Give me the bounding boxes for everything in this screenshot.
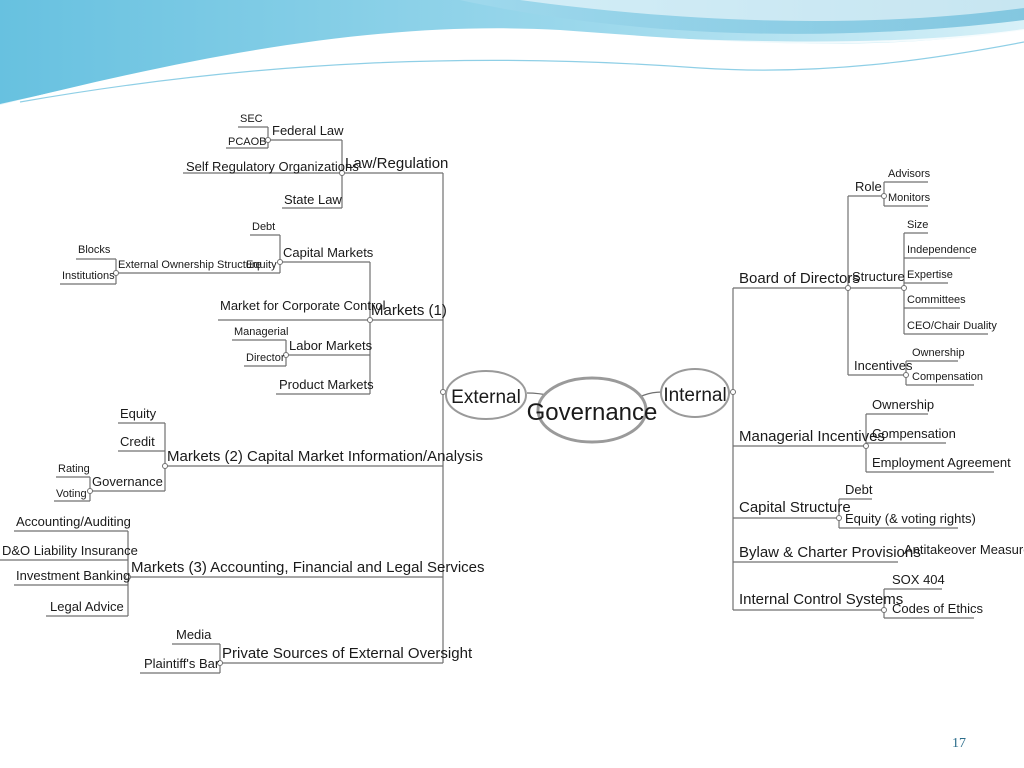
role-label: Role <box>855 179 882 194</box>
board-ownership-label: Ownership <box>912 347 965 359</box>
internal-label: Internal <box>663 385 726 406</box>
rating-label: Rating <box>58 463 90 475</box>
institutions-label: Institutions <box>62 270 115 282</box>
director-label: Director <box>246 352 285 364</box>
node-internal[interactable]: Internal <box>660 368 730 418</box>
cs-equity-label: Equity (& voting rights) <box>845 511 976 526</box>
cs-debt-label: Debt <box>845 482 873 497</box>
branch-internal-control: Internal Control Systems SOX 404 Codes o… <box>739 572 984 616</box>
branch-markets-3: Markets (3) Accounting, Financial and Le… <box>2 514 485 614</box>
do-insurance-label: D&O Liability Insurance <box>2 543 138 558</box>
node-governance[interactable]: Governance <box>527 376 658 444</box>
sox-404-label: SOX 404 <box>892 572 945 587</box>
external-ownership-label: External Ownership Structure <box>118 259 262 271</box>
expertise-label: Expertise <box>907 269 953 281</box>
antitakeover-label: Antitakeover Measures <box>904 542 1024 557</box>
structure-label: Structure <box>852 269 905 284</box>
committees-label: Committees <box>907 294 966 306</box>
managerial-incentives-label: Managerial Incentives <box>739 428 885 445</box>
law-regulation-label: Law/Regulation <box>345 155 448 172</box>
board-of-directors-label: Board of Directors <box>739 270 860 287</box>
branch-capital-structure: Capital Structure Debt Equity (& voting … <box>739 482 976 526</box>
advisors-label: Advisors <box>888 168 931 180</box>
board-compensation-label: Compensation <box>912 371 983 383</box>
corporate-control-label: Market for Corporate Control <box>220 298 386 313</box>
size-label: Size <box>907 219 928 231</box>
governance-label: Governance <box>527 399 658 426</box>
external-label: External <box>451 387 521 408</box>
debt-label: Debt <box>252 221 275 233</box>
plaintiffs-bar-label: Plaintiff's Bar <box>144 656 220 671</box>
branch-bylaw-charter: Bylaw & Charter Provisions Antitakeover … <box>739 542 1024 561</box>
pcaob-label: PCAOB <box>228 136 267 148</box>
branch-managerial-incentives: Managerial Incentives Ownership Compensa… <box>739 397 1011 470</box>
blocks-label: Blocks <box>78 244 111 256</box>
equity-label: Equity <box>246 259 277 271</box>
node-external[interactable]: External <box>445 370 527 420</box>
equity-analysis-label: Equity <box>120 406 157 421</box>
mgr-ownership-label: Ownership <box>872 397 934 412</box>
governance-analysis-label: Governance <box>92 474 163 489</box>
bylaw-charter-label: Bylaw & Charter Provisions <box>739 544 921 561</box>
ceo-chair-duality-label: CEO/Chair Duality <box>907 320 997 332</box>
capital-structure-label: Capital Structure <box>739 499 851 516</box>
branch-markets-2: Markets (2) Capital Market Information/A… <box>56 406 483 500</box>
state-law-label: State Law <box>284 192 342 207</box>
page-number: 17 <box>952 736 966 751</box>
incentives-label: Incentives <box>854 358 913 373</box>
codes-of-ethics-label: Codes of Ethics <box>892 601 984 616</box>
labor-markets-label: Labor Markets <box>289 338 373 353</box>
monitors-label: Monitors <box>888 192 931 204</box>
branch-law-regulation: Law/Regulation Federal Law SEC PCAOB Sel… <box>186 113 448 207</box>
markets-1-label: Markets (1) <box>371 302 447 319</box>
federal-law-label: Federal Law <box>272 123 344 138</box>
employment-agreement-label: Employment Agreement <box>872 455 1011 470</box>
header-wave-decoration <box>0 0 1024 106</box>
markets-2-label: Markets (2) Capital Market Information/A… <box>167 448 483 465</box>
private-sources-label: Private Sources of External Oversight <box>222 645 473 662</box>
media-label: Media <box>176 627 212 642</box>
capital-markets-label: Capital Markets <box>283 245 374 260</box>
product-markets-label: Product Markets <box>279 377 374 392</box>
self-regulatory-label: Self Regulatory Organizations <box>186 159 359 174</box>
branch-board-of-directors: Board of Directors Role Advisors Monitor… <box>739 168 997 383</box>
independence-label: Independence <box>907 244 977 256</box>
connector-lines <box>0 126 994 674</box>
accounting-auditing-label: Accounting/Auditing <box>16 514 131 529</box>
mgr-compensation-label: Compensation <box>872 426 956 441</box>
legal-advice-label: Legal Advice <box>50 599 124 614</box>
sec-label: SEC <box>240 113 263 125</box>
branch-markets-1: Markets (1) Capital Markets Debt Equity … <box>62 221 447 392</box>
investment-banking-label: Investment Banking <box>16 568 130 583</box>
credit-label: Credit <box>120 434 155 449</box>
voting-label: Voting <box>56 488 87 500</box>
markets-3-label: Markets (3) Accounting, Financial and Le… <box>131 559 485 576</box>
internal-control-label: Internal Control Systems <box>739 591 903 608</box>
branch-private-sources: Private Sources of External Oversight Me… <box>144 627 473 671</box>
junction-dots <box>87 137 909 666</box>
managerial-label: Managerial <box>234 326 288 338</box>
